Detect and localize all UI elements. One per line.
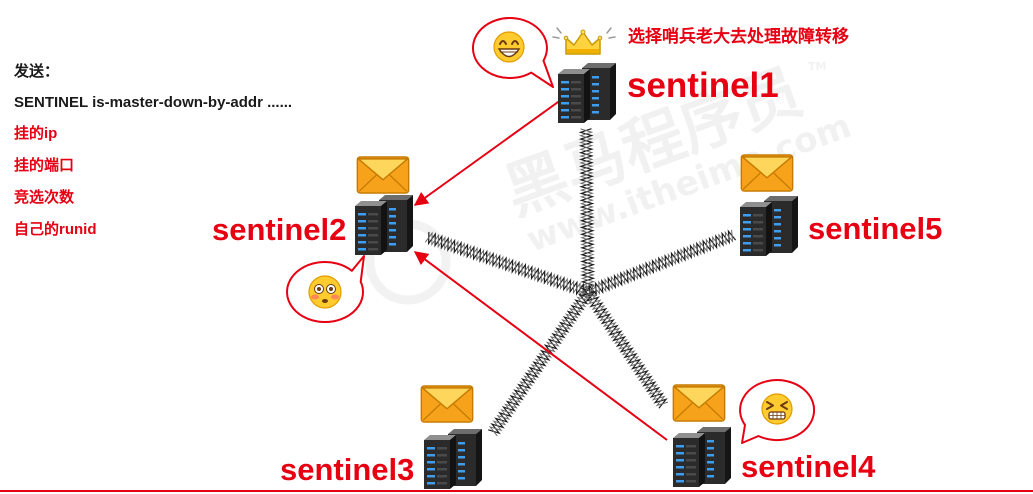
link-zigzag-b <box>583 288 669 407</box>
node-label-sentinel5: sentinel5 <box>808 211 942 246</box>
link-sentinel3 <box>488 288 593 437</box>
link-zigzag-a <box>578 128 596 293</box>
link-sentinel5 <box>585 229 737 298</box>
flushed-face-icon <box>308 275 342 309</box>
speech-bubble-sentinel4 <box>739 379 816 444</box>
node-label-sentinel4: sentinel4 <box>741 449 876 484</box>
link-zigzag-a <box>488 288 593 435</box>
arrow-sentinel1-to-sentinel2 <box>413 96 566 206</box>
arrow-sentinel4-to-sentinel2 <box>413 251 668 441</box>
grinning-face-icon <box>493 31 525 63</box>
leader-caption: 选择哨兵老大去处理故障转移 <box>628 27 849 46</box>
anguished-face-icon <box>761 393 793 425</box>
envelope-icon <box>356 156 410 194</box>
server-rack-icon <box>558 63 616 123</box>
server-rack-icon <box>740 196 798 256</box>
envelope-icon <box>740 154 794 192</box>
server-rack-icon <box>673 427 731 487</box>
link-zigzag-b <box>578 128 596 293</box>
bottom-rule <box>0 490 1033 492</box>
link-zigzag-a <box>427 231 591 299</box>
node-label-sentinel3: sentinel3 <box>280 452 414 487</box>
message-field-ip: 挂的ip <box>14 125 58 142</box>
link-sentinel2 <box>424 231 591 299</box>
message-heading: 发送： <box>14 63 60 80</box>
link-zigzag-a <box>583 290 668 409</box>
link-zigzag-b <box>488 290 593 437</box>
link-sentinel1 <box>578 128 596 293</box>
link-sentinel4 <box>583 288 669 409</box>
crown-sparkle <box>552 27 616 39</box>
link-zigzag-b <box>585 229 734 298</box>
speech-bubble-sentinel2 <box>286 255 365 323</box>
message-field-runid: 自己的runid <box>14 221 97 238</box>
sentinel-links <box>424 128 737 437</box>
node-label-sentinel2: sentinel2 <box>212 212 346 247</box>
message-command: SENTINEL is-master-down-by-addr ...... <box>14 94 293 111</box>
envelope-icon <box>420 385 474 423</box>
server-rack-icon <box>355 195 413 255</box>
link-zigzag-a <box>588 229 737 298</box>
link-zigzag-b <box>424 231 588 298</box>
envelope-icon <box>672 384 726 422</box>
watermark-trademark: TM <box>808 60 826 73</box>
message-field-epoch: 竞选次数 <box>14 189 75 206</box>
crown-icon <box>552 27 616 55</box>
server-rack-icon <box>424 429 482 489</box>
speech-bubble-sentinel1 <box>471 17 554 88</box>
node-label-sentinel1: sentinel1 <box>627 66 779 105</box>
message-field-port: 挂的端口 <box>14 157 75 174</box>
